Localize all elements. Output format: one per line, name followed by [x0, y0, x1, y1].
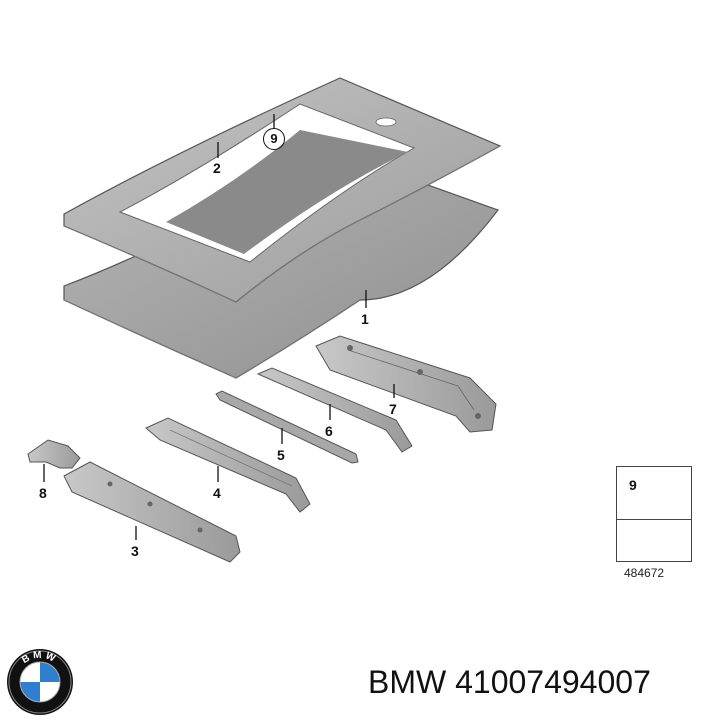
roof-bow-6: [256, 367, 413, 453]
legend-box: 9: [616, 466, 692, 562]
legend-callout-9: 9: [629, 477, 637, 493]
logo-letters: BMW: [20, 650, 56, 666]
small-bracket: [27, 439, 81, 469]
callout-8: 8: [39, 485, 47, 501]
callout-2: 2: [213, 160, 221, 176]
front-header-bracket: [315, 335, 497, 433]
roof-bow-4: [145, 417, 311, 513]
callout-6: 6: [325, 423, 333, 439]
part-caption: BMW 41007494007: [368, 664, 651, 701]
svg-text:BMW: BMW: [20, 650, 59, 666]
rear-cross-member: [63, 461, 241, 563]
callout-9-circled: 9: [263, 128, 285, 150]
roof-frame: [63, 77, 502, 303]
leader-lines: [43, 114, 395, 540]
callout-7: 7: [389, 401, 397, 417]
brand-name: BMW: [368, 664, 447, 700]
callout-5: 5: [277, 447, 285, 463]
reinforcement-strip: [215, 390, 359, 464]
diagram-number: 484672: [624, 566, 665, 580]
part-number: 41007494007: [455, 664, 651, 700]
bmw-roundel: [7, 649, 73, 715]
callout-1: 1: [361, 311, 369, 327]
bmw-logo: BMW: [20, 650, 59, 666]
callout-4: 4: [213, 485, 221, 501]
legend-divider: [617, 519, 691, 520]
callout-3: 3: [131, 543, 139, 559]
